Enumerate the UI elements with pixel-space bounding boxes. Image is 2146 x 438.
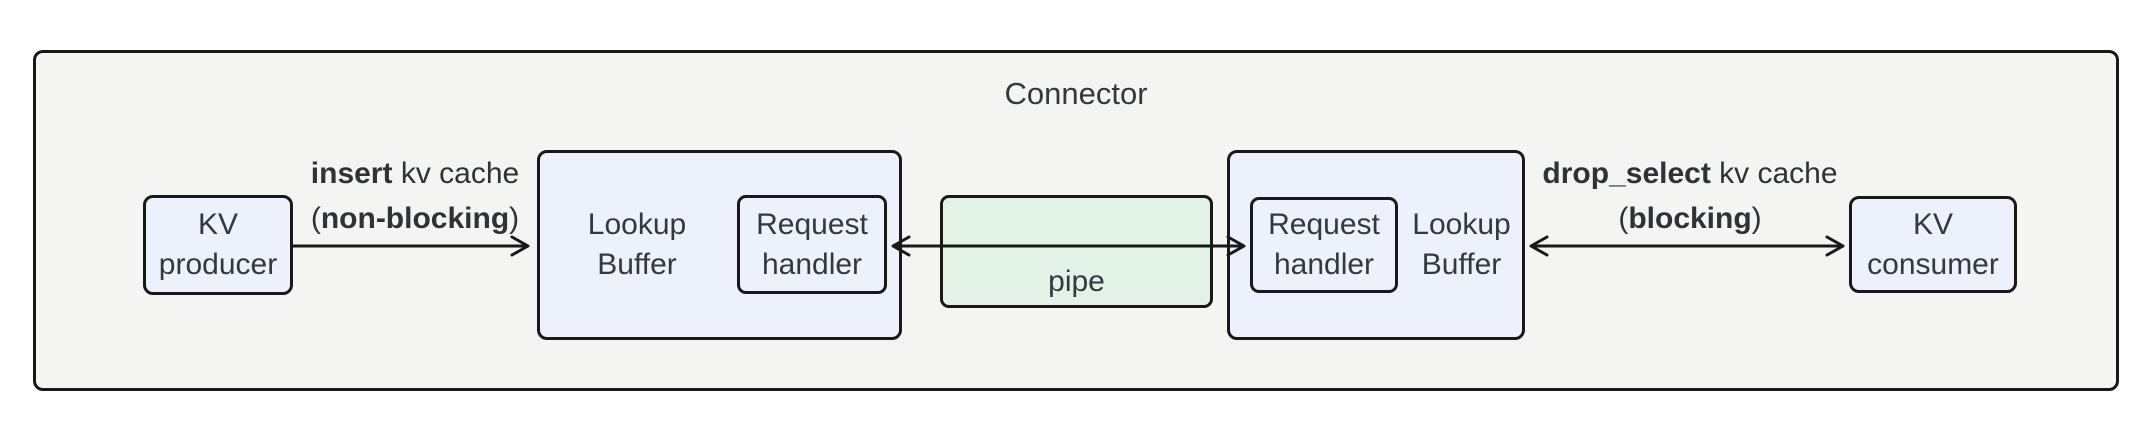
request-handler-left-node: Request handler [737, 195, 887, 294]
lookup-buffer-right-label-line1: Lookup [1412, 208, 1511, 241]
lookup-buffer-right-label-line2: Buffer [1421, 248, 1502, 281]
kv-producer-node: KV producer [143, 195, 293, 295]
diagram-title: Connector [1004, 76, 1148, 111]
lookup-buffer-right-label: Lookup Buffer [1398, 150, 1525, 340]
kv-consumer-node: KV consumer [1849, 196, 2017, 293]
lookup-buffer-left-label-line2: Buffer [597, 248, 677, 281]
drop-select-label-line1: drop_select kv cache [1542, 157, 1838, 190]
lookup-buffer-left-label: Lookup Buffer [537, 150, 737, 340]
request-handler-left-label-line1: Request [756, 207, 868, 241]
kv-consumer-label-line1: KV [1912, 207, 1954, 241]
kv-producer-label-line2: producer [158, 248, 278, 281]
drop-select-kv-cache-label: drop_select kv cache (blocking) [1490, 151, 1890, 241]
request-handler-right-label-line1: Request [1268, 208, 1380, 241]
request-handler-right-label-line2: handler [1273, 248, 1375, 281]
drop-select-label-line2: (blocking) [1618, 202, 1762, 235]
kv-consumer-label-line2: consumer [1867, 247, 1999, 281]
insert-label-line2: (non-blocking) [310, 202, 520, 235]
request-handler-right-node: Request handler [1250, 197, 1398, 293]
kv-producer-label-line1: KV [197, 208, 239, 241]
lookup-buffer-left-label-line1: Lookup [587, 208, 687, 241]
pipe-label: pipe [1048, 265, 1105, 298]
insert-kv-cache-label: insert kv cache (non-blocking) [215, 151, 615, 241]
request-handler-left-label-line2: handler [761, 247, 863, 281]
insert-label-line1: insert kv cache [310, 157, 520, 190]
